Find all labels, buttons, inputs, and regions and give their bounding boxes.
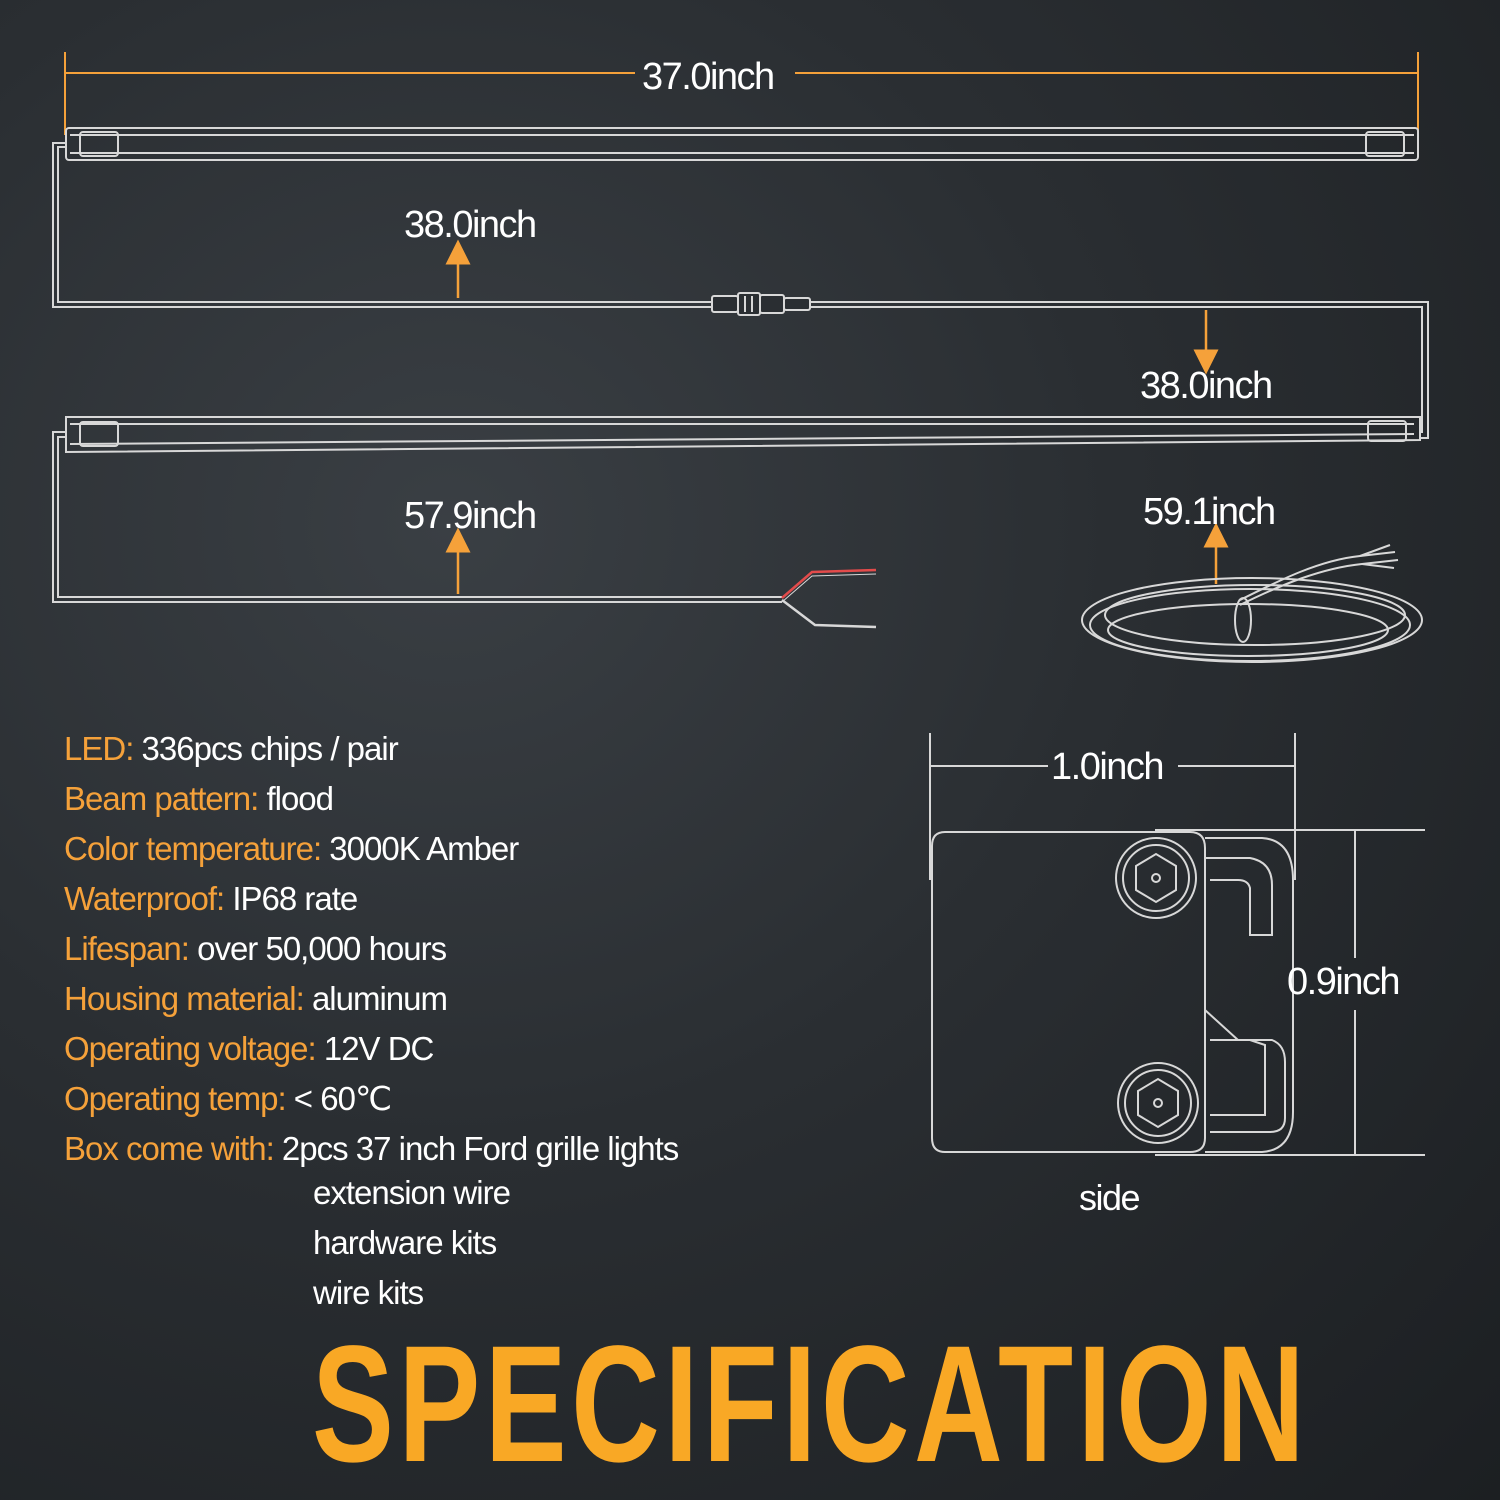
spec-value: over 50,000 hours xyxy=(188,930,447,967)
spec-row: Lifespan: over 50,000 hours xyxy=(64,924,678,974)
spec-key: LED: xyxy=(64,730,134,767)
extension-wire-label: 59.1inch xyxy=(1143,491,1276,533)
box-item-hardware-kits: hardware kits xyxy=(313,1224,497,1261)
bracket-height-label: 0.9inch xyxy=(1287,961,1401,1003)
spec-row: Waterproof: IP68 rate xyxy=(64,874,678,924)
spec-value: 2pcs 37 inch Ford grille lights xyxy=(273,1130,679,1167)
lower-light-bar xyxy=(65,416,1421,454)
box-item-wire-kits: wire kits xyxy=(313,1274,424,1311)
spec-key: Operating temp: xyxy=(64,1080,287,1117)
side-view-label: side xyxy=(1079,1177,1141,1218)
spec-key: Operating voltage: xyxy=(64,1030,317,1067)
spec-row: LED: 336pcs chips / pair xyxy=(64,724,678,774)
page-title: SPECIFICATION xyxy=(312,1312,1310,1497)
spec-row: Box come with: 2pcs 37 inch Ford grille … xyxy=(64,1124,679,1174)
spec-key: Waterproof: xyxy=(64,880,225,917)
spec-row: Operating voltage: 12V DC xyxy=(64,1024,678,1074)
spec-row: Beam pattern: flood xyxy=(64,774,678,824)
bracket-width-label: 1.0inch xyxy=(1051,746,1165,788)
spec-key: Housing material: xyxy=(64,980,305,1017)
upper-left-wire-label: 38.0inch xyxy=(404,204,537,246)
bracket-bolt-bottom-icon xyxy=(1117,1062,1199,1144)
wire-split-ends xyxy=(781,568,877,629)
spec-value: IP68 rate xyxy=(224,880,358,917)
spec-key: Box come with: xyxy=(64,1130,275,1167)
bracket-dimension-lines xyxy=(929,733,1425,1156)
spec-value: 336pcs chips / pair xyxy=(133,730,399,767)
lower-wire xyxy=(52,431,782,603)
upper-light-bar xyxy=(65,127,1419,161)
spec-value: 12V DC xyxy=(315,1030,435,1067)
spec-value: flood xyxy=(258,780,334,817)
spec-value: < 60℃ xyxy=(285,1080,392,1117)
spec-key: Lifespan: xyxy=(64,930,190,967)
spec-row: Color temperature: 3000K Amber xyxy=(64,824,678,874)
box-item-extension-wire: extension wire xyxy=(313,1174,511,1211)
bar-length-label: 37.0inch xyxy=(642,56,775,98)
spec-key: Beam pattern: xyxy=(64,780,259,817)
wire-connector-icon xyxy=(711,292,811,316)
lower-left-wire-label: 57.9inch xyxy=(404,495,537,537)
spec-row: Housing material: aluminum xyxy=(64,974,678,1024)
bracket-side-view xyxy=(931,831,1294,1153)
spec-row: Operating temp: < 60℃ xyxy=(64,1074,678,1124)
spec-key: Color temperature: xyxy=(64,830,322,867)
bracket-bolt-top-icon xyxy=(1115,837,1197,919)
coiled-extension-wire xyxy=(1081,544,1423,663)
bar-length-dimension xyxy=(64,52,1419,135)
upper-right-wire-label: 38.0inch xyxy=(1140,365,1273,407)
spec-value: 3000K Amber xyxy=(321,830,519,867)
spec-value: aluminum xyxy=(303,980,448,1017)
